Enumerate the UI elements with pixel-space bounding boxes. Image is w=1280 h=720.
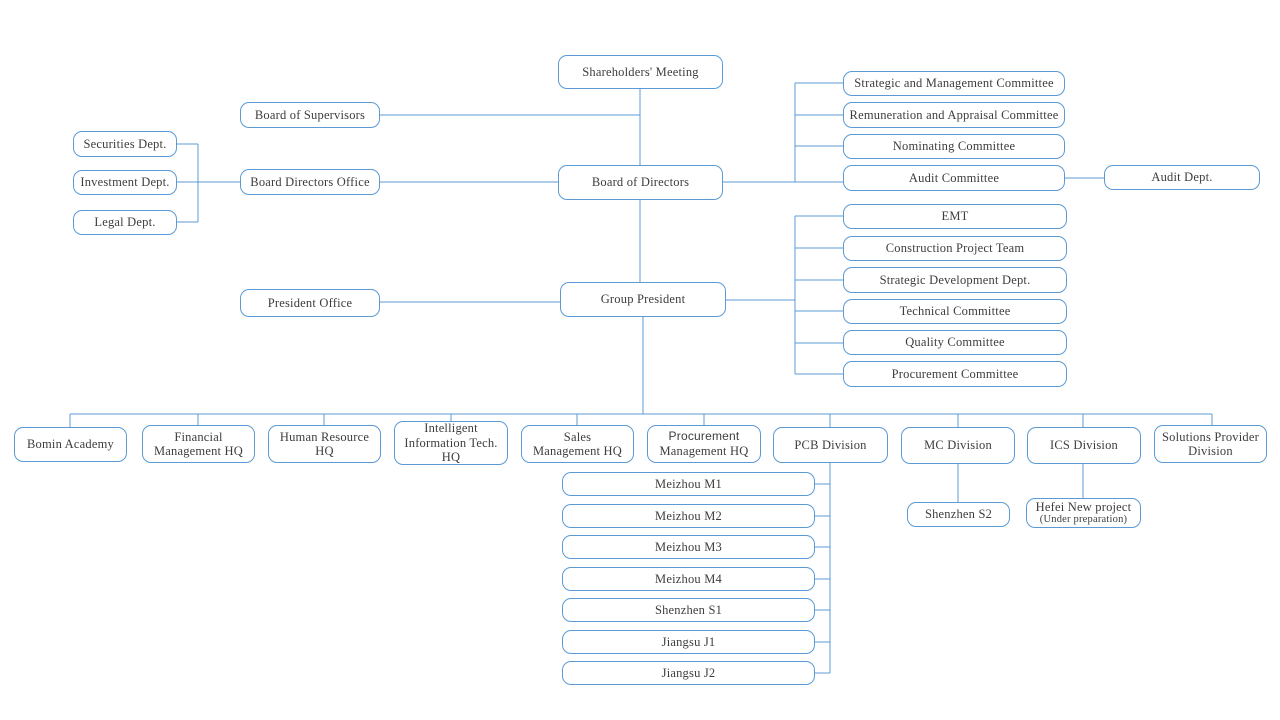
node-intelligent-information-tech-hq: Intelligent Information Tech. HQ — [394, 421, 508, 465]
node-quality-committee: Quality Committee — [843, 330, 1067, 355]
node-hefei-new-project: Hefei New project (Under preparation) — [1026, 498, 1141, 528]
node-label: Audit Committee — [908, 170, 1000, 185]
node-bomin-academy: Bomin Academy — [14, 427, 127, 462]
node-label: Shenzhen S2 — [924, 507, 993, 522]
node-label: Sales — [563, 429, 592, 444]
node-construction-project-team: Construction Project Team — [843, 236, 1067, 261]
node-label: Division — [1188, 444, 1233, 458]
node-label: Information Tech. — [404, 435, 498, 450]
node-procurement-management-hq: Procurement Management HQ — [647, 425, 761, 463]
node-label: HQ — [441, 450, 461, 465]
mc-ics-connectors — [957, 464, 1084, 502]
node-label: Legal Dept. — [94, 215, 156, 230]
node-strategic-management-committee: Strategic and Management Committee — [843, 71, 1065, 96]
node-board-directors-office: Board Directors Office — [240, 169, 380, 195]
node-label: MC Division — [924, 438, 992, 453]
node-label: Bomin Academy — [27, 437, 114, 452]
node-label: President Office — [267, 295, 353, 310]
node-label: EMT — [941, 209, 969, 224]
node-emt: EMT — [843, 204, 1067, 229]
left-depts-connectors — [177, 143, 240, 223]
node-shenzhen-s1: Shenzhen S1 — [562, 598, 815, 622]
node-label: Technical Committee — [899, 304, 1011, 319]
node-meizhou-m1: Meizhou M1 — [562, 472, 815, 496]
node-president-office: President Office — [240, 289, 380, 317]
node-label: Nominating Committee — [892, 139, 1016, 154]
president-committees-connectors — [726, 215, 843, 375]
node-shenzhen-s2: Shenzhen S2 — [907, 502, 1010, 527]
node-label: Human Resource — [279, 429, 370, 444]
node-label: Management HQ — [659, 443, 749, 458]
node-solutions-provider-division: Solutions Provider Division — [1154, 425, 1267, 463]
node-label: (Under preparation) — [1039, 514, 1128, 526]
node-label: Financial — [174, 429, 223, 444]
divisions-rail — [69, 317, 1213, 427]
node-human-resource-hq: Human Resource HQ — [268, 425, 381, 463]
node-label: Audit Dept. — [1151, 170, 1213, 185]
node-ics-division: ICS Division — [1027, 427, 1141, 464]
node-label: ICS Division — [1049, 438, 1119, 453]
node-label: Management HQ — [532, 444, 623, 458]
governance-connectors — [380, 89, 641, 303]
node-nominating-committee: Nominating Committee — [843, 134, 1065, 159]
node-technical-committee: Technical Committee — [843, 299, 1067, 324]
node-pcb-division: PCB Division — [773, 427, 888, 463]
node-label: Securities Dept. — [83, 136, 167, 151]
node-legal-dept: Legal Dept. — [73, 210, 177, 235]
node-procurement-committee: Procurement Committee — [843, 361, 1067, 387]
node-label: Strategic Development Dept. — [879, 272, 1031, 287]
node-label: Hefei New project — [1035, 499, 1132, 514]
pcb-plants-connectors — [815, 463, 831, 674]
node-label: Shareholders' Meeting — [582, 64, 699, 79]
node-audit-committee: Audit Committee — [843, 165, 1065, 191]
board-committees-connectors — [723, 82, 1104, 183]
node-label: Strategic and Management Committee — [854, 76, 1054, 91]
node-label: Meizhou M4 — [655, 571, 722, 586]
node-label: Solutions Provider — [1161, 429, 1259, 444]
node-mc-division: MC Division — [901, 427, 1015, 464]
node-label: Construction Project Team — [885, 241, 1025, 256]
node-group-president: Group President — [560, 282, 726, 317]
node-label: Meizhou M2 — [655, 508, 722, 523]
node-label: PCB Division — [794, 437, 867, 452]
node-securities-dept: Securities Dept. — [73, 131, 177, 157]
node-label: Management HQ — [153, 444, 244, 458]
node-label: Intelligent — [424, 421, 478, 436]
node-label: Quality Committee — [905, 335, 1005, 350]
node-meizhou-m2: Meizhou M2 — [562, 504, 815, 528]
node-remuneration-appraisal-committee: Remuneration and Appraisal Committee — [843, 102, 1065, 128]
node-label: HQ — [315, 444, 334, 458]
node-board-of-directors: Board of Directors — [558, 165, 723, 200]
node-jiangsu-j2: Jiangsu J2 — [562, 661, 815, 685]
node-label: Jiangsu J1 — [661, 634, 716, 649]
node-audit-dept: Audit Dept. — [1104, 165, 1260, 190]
node-shareholders-meeting: Shareholders' Meeting — [558, 55, 723, 89]
node-board-of-supervisors: Board of Supervisors — [240, 102, 380, 128]
node-financial-management-hq: Financial Management HQ — [142, 425, 255, 463]
node-label: Shenzhen S1 — [654, 602, 723, 617]
node-sales-management-hq: Sales Management HQ — [521, 425, 634, 463]
node-label: Jiangsu J2 — [661, 665, 716, 680]
node-label: Procurement — [668, 428, 740, 443]
node-meizhou-m3: Meizhou M3 — [562, 535, 815, 559]
node-label: Procurement Committee — [891, 366, 1019, 381]
node-label: Investment Dept. — [80, 175, 170, 190]
node-jiangsu-j1: Jiangsu J1 — [562, 630, 815, 654]
node-label: Remuneration and Appraisal Committee — [849, 107, 1059, 122]
node-label: Meizhou M1 — [655, 476, 722, 491]
node-meizhou-m4: Meizhou M4 — [562, 567, 815, 591]
node-label: Group President — [600, 292, 686, 307]
node-label: Board of Directors — [591, 175, 690, 190]
node-label: Meizhou M3 — [655, 539, 722, 554]
node-investment-dept: Investment Dept. — [73, 170, 177, 195]
node-label: Board of Supervisors — [254, 107, 366, 122]
node-label: Board Directors Office — [250, 174, 370, 189]
node-strategic-development-dept: Strategic Development Dept. — [843, 267, 1067, 293]
